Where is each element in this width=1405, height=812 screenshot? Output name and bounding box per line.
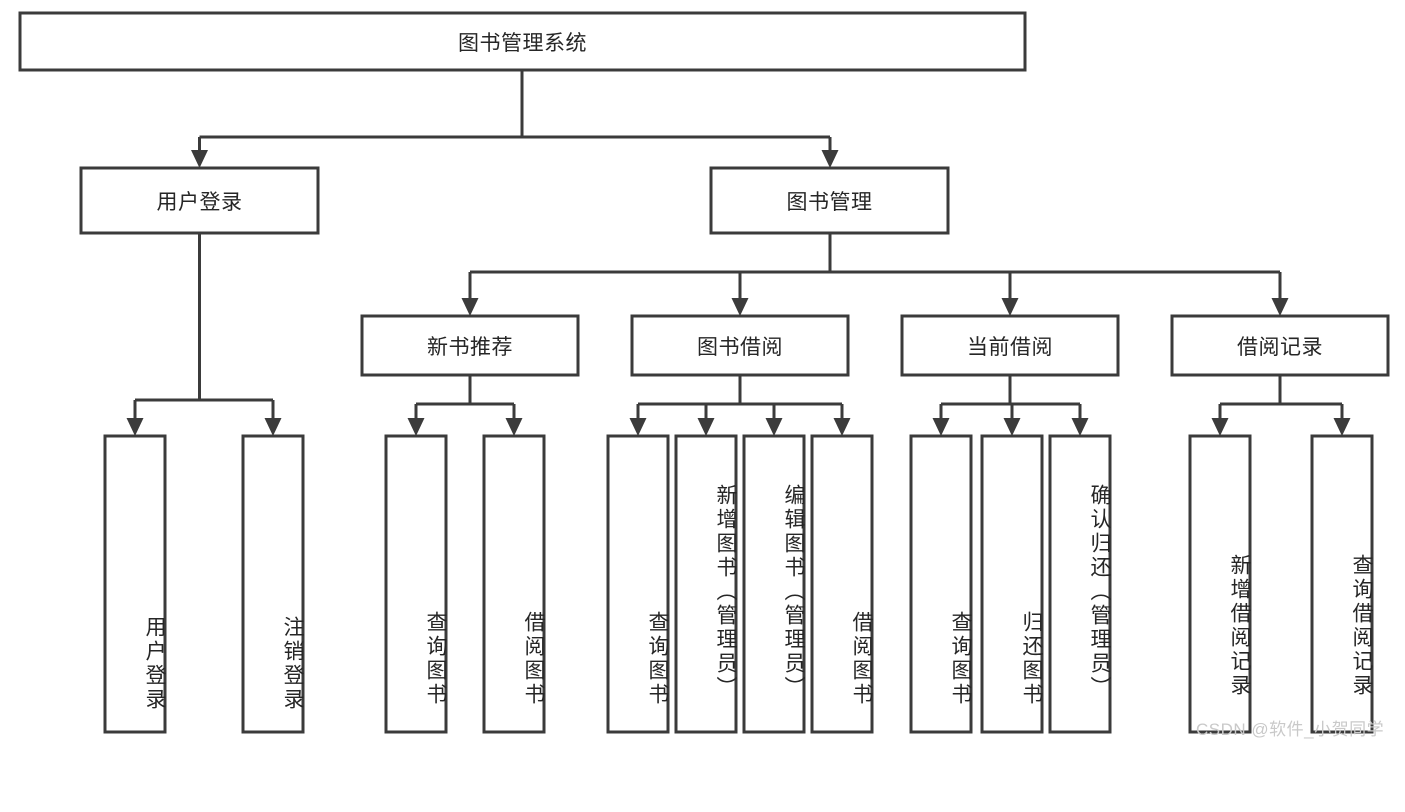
arrow-head-to-new-book-recommend xyxy=(461,298,479,316)
node-borrow-query-book[interactable] xyxy=(608,436,668,732)
node-recommend-query-book[interactable] xyxy=(386,436,446,732)
csdn-watermark: CSDN @软件_小贺同学 xyxy=(1196,720,1385,739)
arrow-head-to-book-management xyxy=(821,150,839,168)
node-box-recommend-query-book[interactable] xyxy=(384,434,448,734)
connector-book-borrow-to-leaves xyxy=(636,375,844,420)
node-box-user-login[interactable] xyxy=(79,166,320,235)
connector-borrow-records-to-leaves xyxy=(1218,375,1344,420)
node-current-borrow[interactable] xyxy=(902,316,1118,375)
node-box-current-confirm-return[interactable] xyxy=(1048,434,1112,734)
connector-root-to-level2 xyxy=(198,70,832,152)
node-box-current-borrow[interactable] xyxy=(900,314,1120,377)
node-root[interactable] xyxy=(20,13,1025,70)
arrow-head-to-user-logout-leaf xyxy=(264,418,282,436)
arrow-head-to-records-query-record xyxy=(1333,418,1351,436)
node-book-management[interactable] xyxy=(711,168,948,233)
node-current-confirm-return[interactable] xyxy=(1050,436,1110,732)
arrow-head-to-current-borrow xyxy=(1001,298,1019,316)
arrow-head-to-borrow-add-book xyxy=(697,418,715,436)
node-book-borrow[interactable] xyxy=(632,316,848,375)
node-user-login-leaf[interactable] xyxy=(105,436,165,732)
node-box-user-login-leaf[interactable] xyxy=(103,434,167,734)
connector-user-login-to-leaves xyxy=(133,233,275,420)
node-box-records-query-record[interactable] xyxy=(1310,434,1374,734)
arrow-head-to-current-query-book xyxy=(932,418,950,436)
node-box-new-book-recommend[interactable] xyxy=(360,314,580,377)
node-user-login[interactable] xyxy=(81,168,318,233)
node-records-query-record[interactable] xyxy=(1312,436,1372,732)
node-box-records-add-record[interactable] xyxy=(1188,434,1252,734)
node-current-return-book[interactable] xyxy=(982,436,1042,732)
node-box-borrow-add-book[interactable] xyxy=(674,434,738,734)
arrow-head-to-borrow-records xyxy=(1271,298,1289,316)
arrow-head-to-book-borrow xyxy=(731,298,749,316)
node-borrow-edit-book[interactable] xyxy=(744,436,804,732)
node-box-root[interactable] xyxy=(18,11,1027,72)
arrow-head-to-records-add-record xyxy=(1211,418,1229,436)
connector-recommend-to-leaves xyxy=(414,375,516,420)
arrow-head-to-borrow-edit-book xyxy=(765,418,783,436)
arrow-head-to-user-login-leaf xyxy=(126,418,144,436)
arrow-head-to-current-confirm-return xyxy=(1071,418,1089,436)
arrow-head-to-borrow-query-book xyxy=(629,418,647,436)
node-records-add-record[interactable] xyxy=(1190,436,1250,732)
node-borrow-records[interactable] xyxy=(1172,316,1388,375)
node-borrow-borrow-book[interactable] xyxy=(812,436,872,732)
diagram-canvas-root: 图书管理系统 用户登录 图书管理 新书推荐 图书借阅 当前借阅 借阅记录 用户登… xyxy=(18,11,1390,739)
flowchart-svg xyxy=(18,11,1390,734)
node-box-borrow-query-book[interactable] xyxy=(606,434,670,734)
node-borrow-add-book[interactable] xyxy=(676,436,736,732)
connector-book-management-to-level3 xyxy=(468,233,1282,300)
arrow-head-to-user-login xyxy=(191,150,208,168)
node-user-logout-leaf[interactable] xyxy=(243,436,303,732)
node-box-borrow-borrow-book[interactable] xyxy=(810,434,874,734)
arrow-head-to-current-return-book xyxy=(1003,418,1021,436)
connector-current-borrow-to-leaves xyxy=(939,375,1082,420)
arrow-head-to-borrow-borrow-book xyxy=(833,418,851,436)
node-box-user-logout-leaf[interactable] xyxy=(241,434,305,734)
arrow-head-to-recommend-query-book xyxy=(407,418,425,436)
node-box-current-return-book[interactable] xyxy=(980,434,1044,734)
node-current-query-book[interactable] xyxy=(911,436,971,732)
node-new-book-recommend[interactable] xyxy=(362,316,578,375)
node-box-current-query-book[interactable] xyxy=(909,434,973,734)
node-box-recommend-borrow-book[interactable] xyxy=(482,434,546,734)
arrow-head-to-recommend-borrow-book xyxy=(505,418,523,436)
node-recommend-borrow-book[interactable] xyxy=(484,436,544,732)
